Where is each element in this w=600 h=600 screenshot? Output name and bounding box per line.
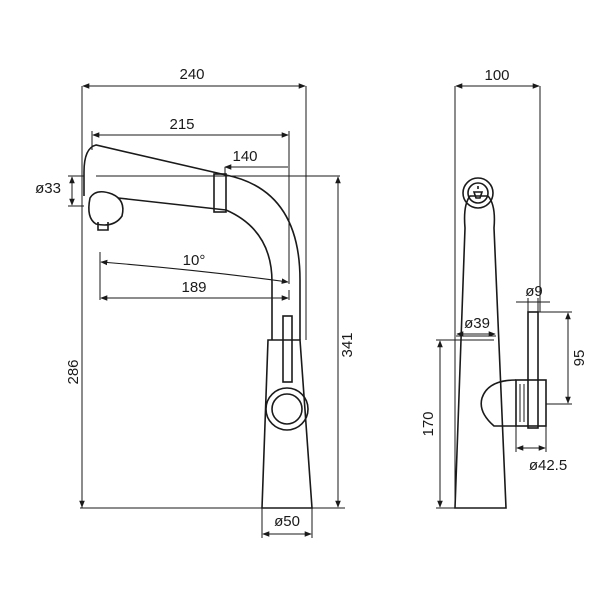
dim-pullout-length: 140 [232,148,257,165]
dim-overall-width: 240 [179,66,204,83]
side-handle-grip [519,384,525,422]
dim-spout-reach: 215 [169,116,194,133]
dim-line-10deg [100,259,289,284]
dim-lever-height: 95 [571,350,588,367]
dim-spout-height: 286 [65,359,82,384]
front-spray-head [88,190,124,226]
dim-inner-reach: 189 [181,279,206,296]
side-body-outline [454,195,507,509]
side-spray-head [462,177,494,209]
side-handle-cap [515,379,547,427]
side-handle [480,379,517,427]
front-extension-lines [68,86,345,538]
dim-spout-diameter: ø33 [35,180,61,197]
dim-overall-depth: 100 [484,67,509,84]
side-view: 100 ø9 ø39 95 170 ø42.5 [420,67,588,509]
dim-tilt-angle: 10° [183,252,206,269]
side-lever [527,311,539,429]
side-spray-icon [472,186,484,199]
front-pullout-joint [213,173,227,213]
dim-body-diameter: ø39 [464,315,490,332]
dim-total-height: 341 [339,332,356,357]
front-handle-knob [265,387,309,431]
dim-handle-height: 170 [420,411,437,436]
dim-base-diameter: ø50 [274,513,300,530]
front-view: 240 215 140 ø33 10° 189 286 341 ø50 [35,66,356,538]
dim-handle-diameter: ø42.5 [529,457,567,474]
front-spray-outlet [97,222,109,231]
front-handle-knob-inner [271,393,303,425]
front-lever [282,315,293,383]
side-spray-head-inner [467,182,489,204]
front-spout-arm [83,144,227,211]
dim-lever-diameter: ø9 [525,283,543,300]
